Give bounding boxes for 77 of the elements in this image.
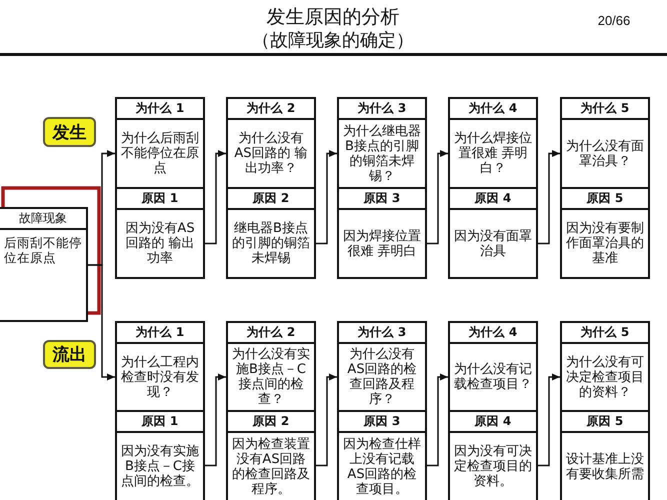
question-box [115,321,205,412]
stage-tag: 流出 [43,340,96,369]
question-box [337,321,427,412]
box-text: 为什么没有记载检查项目？ [453,362,533,392]
box-text: 为什么继电器B接点的引脚的铜箔未焊锡？ [342,124,422,184]
box-text: 为什么焊接位置很难 弄明白？ [453,131,533,176]
connector-arrow [427,374,448,466]
cause-box [115,187,205,279]
cause-box [226,410,316,500]
box-heading: 为什么 3 [339,99,425,120]
box-text: 为什么没有实施B接点－C接点间的检查？ [231,347,311,407]
cause-box [115,410,205,500]
cause-box [337,410,427,500]
cause-box [226,187,316,279]
box-text: 后雨刮不能停位在原点 [4,235,83,265]
box-heading: 为什么 1 [117,323,203,344]
box-heading: 为什么 2 [228,99,314,120]
box-heading: 原因 1 [117,189,203,210]
connector-arrow [427,150,448,244]
box-text: 为什么后雨刮不能停位在原点 [120,131,200,176]
connector-arrow [538,374,560,466]
box-heading: 原因 2 [228,412,314,433]
box-heading: 为什么 1 [117,99,203,120]
diagram-title: 发生原因的分析 [266,5,400,29]
box-text: 因为没有AS回路的 输出功率 [124,221,196,266]
box-text: 因为焊接位置很难 弄明白 [342,228,422,258]
connector-arrow [88,264,115,380]
question-box [560,321,650,412]
box-heading: 故障现象 [0,209,86,230]
box-heading: 为什么 3 [339,323,425,344]
connector-arrow [205,150,226,244]
subtitle: （故障现象的确定） [252,29,414,53]
box-text: 为什么没有AS回路的检查回路及程序？ [346,347,418,407]
box-heading: 为什么 4 [450,323,536,344]
box-text: 因为没有实施B接点－C接点间的检查。 [120,444,200,489]
connector-arrow [316,374,337,466]
stage-tag: 发生 [43,117,96,147]
question-box [115,97,205,189]
box-heading: 原因 5 [562,412,648,433]
box-text: 因为检查仕样上没有记载AS回路的检查项目。 [342,436,422,496]
question-box [560,97,650,189]
box-text: 因为检查装置没有AS回路的检查回路及程序。 [231,436,311,496]
box-text: 为什么没有AS回路的 输出功率？ [233,131,309,176]
cause-box [448,410,538,500]
box-heading: 原因 5 [562,189,648,210]
question-box [337,97,427,189]
box-heading: 为什么 5 [562,323,648,344]
box-text: 因为没有要制作面罩治具的基准 [565,221,645,266]
box-text: 因为没有可决定检查项目的资料。 [453,444,533,489]
cause-box [560,410,650,500]
box-text: 继电器B接点的引脚的铜箔未焊锡 [231,221,311,266]
question-box [226,321,316,412]
connector-arrow [205,374,226,466]
box-heading: 为什么 2 [228,323,314,344]
box-text: 因为没有面罩治具 [453,228,533,258]
box-heading: 原因 1 [117,412,203,433]
box-heading: 原因 4 [450,412,536,433]
cause-box [448,187,538,279]
box-text: 为什么没有面罩治具？ [565,138,645,168]
box-text: 为什么没有可决定检查项目的资料？ [565,354,645,400]
box-heading: 原因 3 [339,189,425,210]
box-heading: 原因 2 [228,189,314,210]
question-box [448,321,538,412]
cause-box [337,187,427,279]
problem-box [0,207,88,322]
question-box [226,97,316,189]
box-heading: 原因 4 [450,189,536,210]
cause-box [560,187,650,279]
box-heading: 原因 3 [339,412,425,433]
box-heading: 为什么 5 [562,99,648,120]
connector-arrow [538,150,560,244]
box-text: 设计基准上没有要收集所需 [565,452,645,482]
connector-arrow [316,150,337,244]
question-box [448,97,538,189]
box-heading: 为什么 4 [450,99,536,120]
box-text: 为什么工程内检查时没有发现？ [120,354,200,400]
page-number: 20/66 [598,13,630,29]
